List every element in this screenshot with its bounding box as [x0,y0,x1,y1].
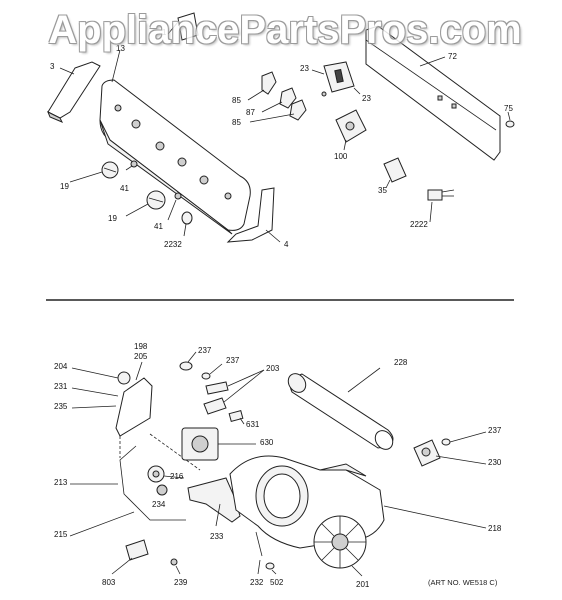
callout-13: 13 [116,44,125,53]
part-72-back-panel [365,25,501,161]
callout-235: 235 [54,402,68,411]
part-205-bracket [115,371,153,437]
part-233-bracket [187,477,241,523]
part-803 [125,539,149,561]
part-230-thermostat [413,439,441,467]
part-232 [255,531,263,557]
callout-23-a: 23 [300,64,309,73]
part-1-switch-plate [177,12,199,41]
part-23-switch [321,61,355,97]
part-100-timer [335,109,367,143]
callout-35: 35 [378,186,387,195]
callout-41-b: 41 [154,222,163,231]
part-203-clips [203,381,229,415]
callout-203: 203 [266,364,280,373]
part-216-idler [147,465,165,483]
part-87-clip [279,87,297,109]
callout-2222: 2222 [410,220,428,229]
callout-630: 630 [260,438,274,447]
part-41-b [174,192,182,200]
callout-19-b: 19 [108,214,117,223]
callout-228: 228 [394,358,408,367]
art-number-label: (ART NO. WE518 C) [428,578,498,587]
callout-237-c: 237 [488,426,502,435]
part-201-blower-wheel [313,515,367,569]
callout-1: 1 [162,28,167,37]
callout-803: 803 [102,578,116,587]
callout-41-a: 41 [120,184,129,193]
part-228-duct [287,373,394,450]
callout-4: 4 [284,240,289,249]
part-19-knob-b [146,190,166,210]
callout-205: 205 [134,352,148,361]
callout-231: 231 [54,382,68,391]
callout-233: 233 [210,532,224,541]
callout-85-a: 85 [232,96,241,105]
callout-230: 230 [488,458,502,467]
part-631 [228,409,244,423]
callout-100: 100 [334,152,348,161]
part-502 [265,562,275,570]
callout-239: 239 [174,578,188,587]
callout-216: 216 [170,472,184,481]
callout-232: 232 [250,578,264,587]
part-213-rod [119,445,186,521]
part-3-end-cap [47,61,101,123]
callout-237-b: 237 [226,356,240,365]
callout-234: 234 [152,500,166,509]
part-2232 [181,211,193,225]
part-85-clip-b [289,99,307,121]
callout-75: 75 [504,104,513,113]
callout-631: 631 [246,420,260,429]
part-2222-terminal [427,189,455,201]
callout-87: 87 [246,108,255,117]
part-237-a [179,361,193,371]
part-19-knob-a [101,161,119,179]
callout-2232: 2232 [164,240,182,249]
callout-72: 72 [448,52,457,61]
callout-85-b: 85 [232,118,241,127]
part-237-b [201,372,211,380]
part-234 [156,484,168,496]
callout-502: 502 [270,578,284,587]
callout-213: 213 [54,478,68,487]
part-237-c [441,438,451,446]
callout-218: 218 [488,524,502,533]
callout-237-a: 237 [198,346,212,355]
part-85-clip-a [261,71,277,95]
part-13-control-panel [99,79,251,235]
callout-19-a: 19 [60,182,69,191]
part-239 [170,558,178,566]
part-4-end-cap [226,187,275,243]
callout-204: 204 [54,362,68,371]
callout-23-b: 23 [362,94,371,103]
callout-215: 215 [54,530,68,539]
part-41-a [130,160,138,168]
part-75-screw [505,120,515,128]
callout-3: 3 [50,62,55,71]
part-630-motor [181,427,230,461]
callout-198: 198 [134,342,148,351]
part-35-bracket [383,157,407,183]
callout-201: 201 [356,580,370,589]
